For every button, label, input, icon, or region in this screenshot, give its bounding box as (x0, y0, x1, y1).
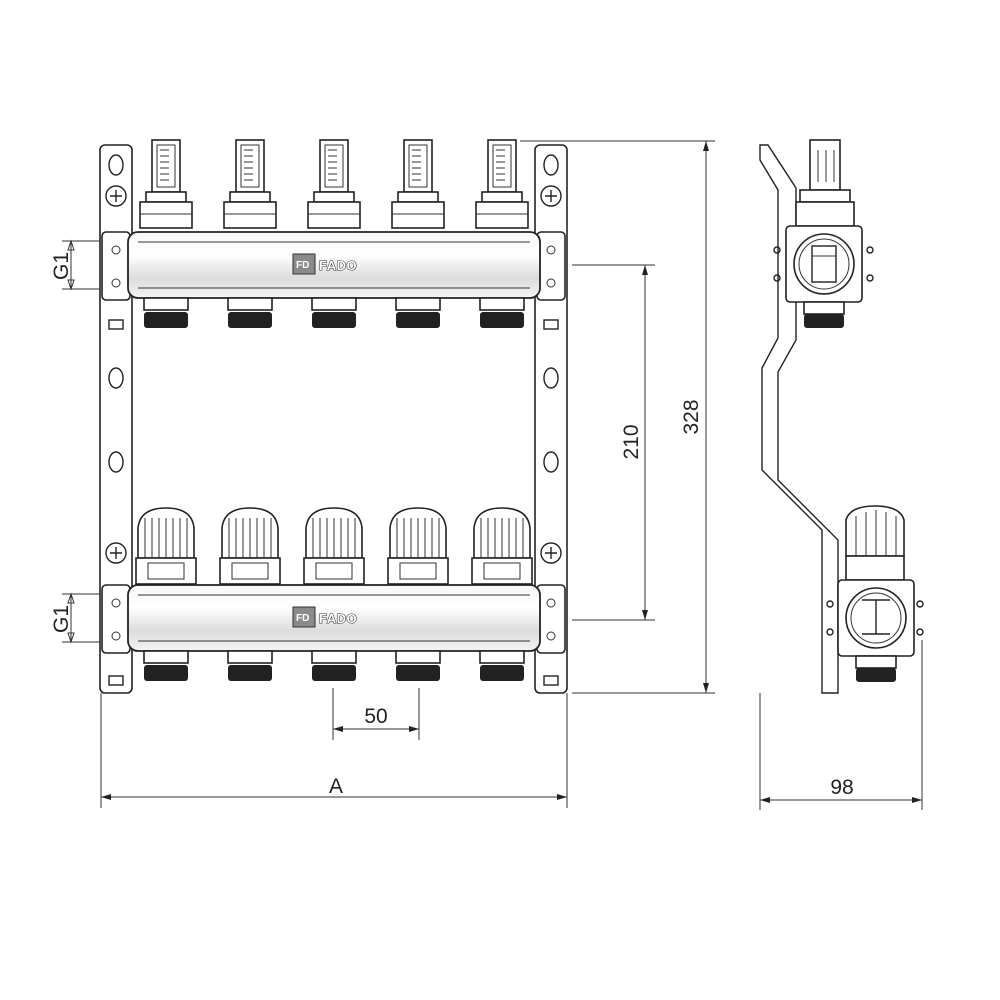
bar-clamps (101, 231, 566, 654)
valve-caps (135, 507, 533, 585)
outlet-connector (395, 297, 441, 328)
top-manifold-bar: FD FADO (127, 231, 541, 299)
flow-meter (307, 139, 361, 229)
dimension-50: 50 (332, 688, 420, 740)
depth-label: 98 (830, 776, 853, 799)
outlet-connector (227, 297, 273, 328)
valve-cap (219, 507, 281, 585)
screw-icon (105, 185, 127, 207)
bottom-manifold-bar: FD FADO (127, 584, 541, 652)
screw-icon (540, 542, 562, 564)
outlet-connector (143, 297, 189, 328)
height-total-label: 328 (680, 399, 703, 434)
brand-logo: FD FADO (292, 606, 357, 628)
outlet-connector (311, 297, 357, 328)
flow-meter (475, 139, 529, 229)
outlet-connector (143, 650, 189, 681)
g1-bottom-label: G1 (50, 605, 73, 633)
outlet-connector (311, 650, 357, 681)
valve-cap (471, 507, 533, 585)
dimension-a: A (100, 693, 568, 808)
g1-top-label: G1 (50, 252, 73, 280)
outlet-connector (227, 650, 273, 681)
flow-meter (139, 139, 193, 229)
side-view (759, 139, 924, 694)
top-outlet-connectors (143, 297, 525, 328)
dimension-328: 328 (520, 140, 715, 694)
brand-logo: FD FADO (292, 253, 357, 275)
outlet-pitch-label: 50 (364, 705, 387, 728)
screw-icon (540, 185, 562, 207)
valve-cap (303, 507, 365, 585)
flow-meter (391, 139, 445, 229)
brand-name: FADO (319, 258, 357, 273)
outlet-connector (479, 650, 525, 681)
flow-meters (139, 139, 529, 229)
valve-cap (387, 507, 449, 585)
bottom-outlet-connectors (143, 650, 525, 681)
screw-icon (105, 542, 127, 564)
outlet-connector (479, 297, 525, 328)
width-label: A (329, 775, 343, 798)
flow-meter (223, 139, 277, 229)
dimension-g1-bottom: G1 (50, 592, 100, 644)
valve-cap (135, 507, 197, 585)
logo-mark-text: FD (296, 613, 309, 624)
dimension-98: 98 (759, 640, 923, 810)
dimension-g1-top: G1 (50, 239, 100, 291)
brand-name: FADO (319, 611, 357, 626)
axis-distance-label: 210 (620, 424, 643, 459)
dimension-210: 210 (572, 264, 655, 621)
outlet-connector (395, 650, 441, 681)
logo-mark-text: FD (296, 260, 309, 271)
